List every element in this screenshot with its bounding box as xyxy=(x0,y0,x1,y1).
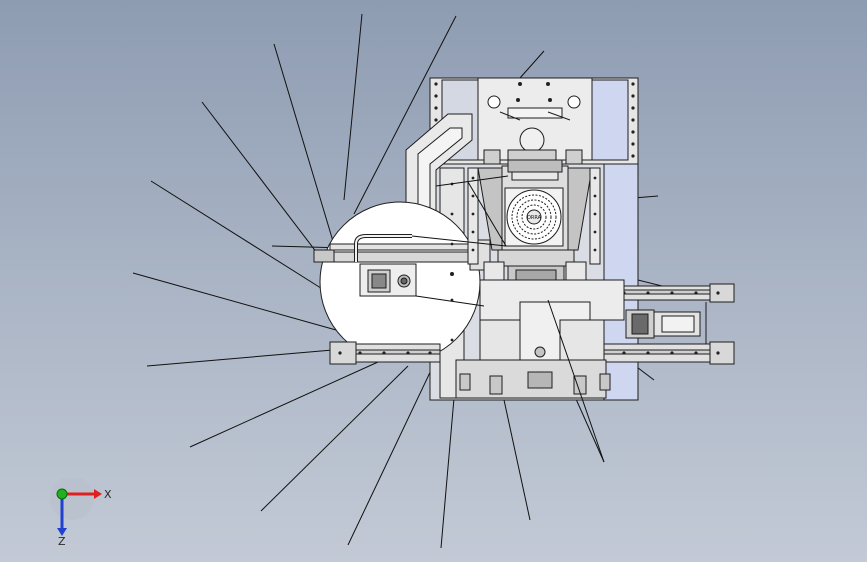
left-rail-holes xyxy=(338,351,432,355)
leader-line xyxy=(519,50,545,79)
callout-leader-front xyxy=(411,175,605,463)
top-center-slot xyxy=(507,107,563,119)
right-blue-panel xyxy=(591,79,629,161)
coordinate-triad[interactable]: X Z xyxy=(44,478,124,548)
leader-line xyxy=(146,347,357,367)
right-rail-lower xyxy=(589,341,735,365)
leader-line xyxy=(347,363,435,546)
leader-line xyxy=(189,361,379,448)
leader-line xyxy=(201,101,331,271)
arm-lower-bar xyxy=(329,251,481,263)
top-bore xyxy=(519,127,545,153)
leader-line xyxy=(273,43,339,259)
z-axis-arrow-icon xyxy=(57,528,67,536)
disc-motor-block xyxy=(359,263,454,297)
vertical-rail-holes xyxy=(450,176,597,342)
y-axis-icon xyxy=(56,488,68,500)
z-axis-label: Z xyxy=(58,535,66,548)
x-axis-label: X xyxy=(104,488,112,501)
vertical-rails xyxy=(467,167,601,265)
arm-upper-bar xyxy=(329,243,481,251)
lower-block xyxy=(455,279,625,399)
servo-motor xyxy=(625,302,707,344)
right-rail-upper xyxy=(589,283,735,303)
x-axis-arrow-icon xyxy=(94,489,102,499)
fan-label: ORRA xyxy=(527,215,542,221)
leader-line xyxy=(150,180,325,291)
leader-line xyxy=(353,15,457,215)
leader-line xyxy=(132,272,337,331)
top-right-hole xyxy=(567,95,581,109)
cooling-fan: ORRA xyxy=(504,187,564,247)
leader-line xyxy=(260,365,409,512)
top-left-hole xyxy=(487,95,501,109)
leader-line xyxy=(343,13,363,201)
triad-sphere-shadow xyxy=(50,478,94,520)
